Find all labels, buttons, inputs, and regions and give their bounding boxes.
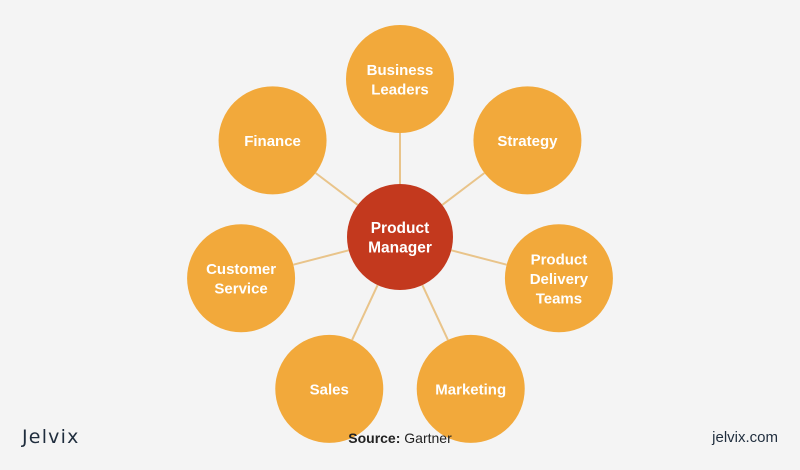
node-label-line: Service <box>214 281 267 298</box>
center-node-circle <box>347 184 453 290</box>
node-label-line: Marketing <box>435 381 506 398</box>
node-marketing: Marketing <box>416 334 525 443</box>
node-strategy: Strategy <box>473 86 582 195</box>
source-label: Source: <box>348 430 401 446</box>
node-circle <box>473 86 582 195</box>
connector-line-product-delivery-teams <box>451 249 507 266</box>
node-circle <box>275 334 384 443</box>
node-sales: Sales <box>275 334 384 443</box>
stakeholder-nodes: BusinessLeadersStrategyProductDeliveryTe… <box>187 25 613 443</box>
node-label-line: Teams <box>536 290 582 307</box>
node-label-line: Leaders <box>371 81 429 98</box>
node-circle <box>416 334 525 443</box>
node-circle <box>504 224 613 333</box>
node-label-line: Business <box>367 62 434 79</box>
node-label-line: Customer <box>206 261 276 278</box>
connector-lines <box>293 133 507 341</box>
node-finance: Finance <box>218 86 327 195</box>
brand-logo: Jelvix <box>22 426 80 448</box>
node-label-line: Delivery <box>530 271 589 288</box>
site-url: jelvix.com <box>712 429 778 446</box>
connector-line-customer-service <box>293 249 349 266</box>
node-circle <box>187 224 296 333</box>
node-label-line: Strategy <box>497 133 558 150</box>
node-label-line: Product <box>371 220 430 237</box>
connector-line-sales <box>351 284 379 341</box>
node-label-line: Sales <box>310 381 349 398</box>
node-label-line: Manager <box>368 239 432 256</box>
connector-line-finance <box>314 172 359 206</box>
node-circle <box>218 86 327 195</box>
node-circle <box>346 25 454 133</box>
source-value: Gartner <box>404 430 452 446</box>
node-label-line: Finance <box>244 133 301 150</box>
connector-line-marketing <box>421 284 449 341</box>
connector-line-strategy <box>441 172 486 206</box>
source-caption: Source: Gartner <box>0 430 800 446</box>
node-label-line: Product <box>531 251 588 268</box>
